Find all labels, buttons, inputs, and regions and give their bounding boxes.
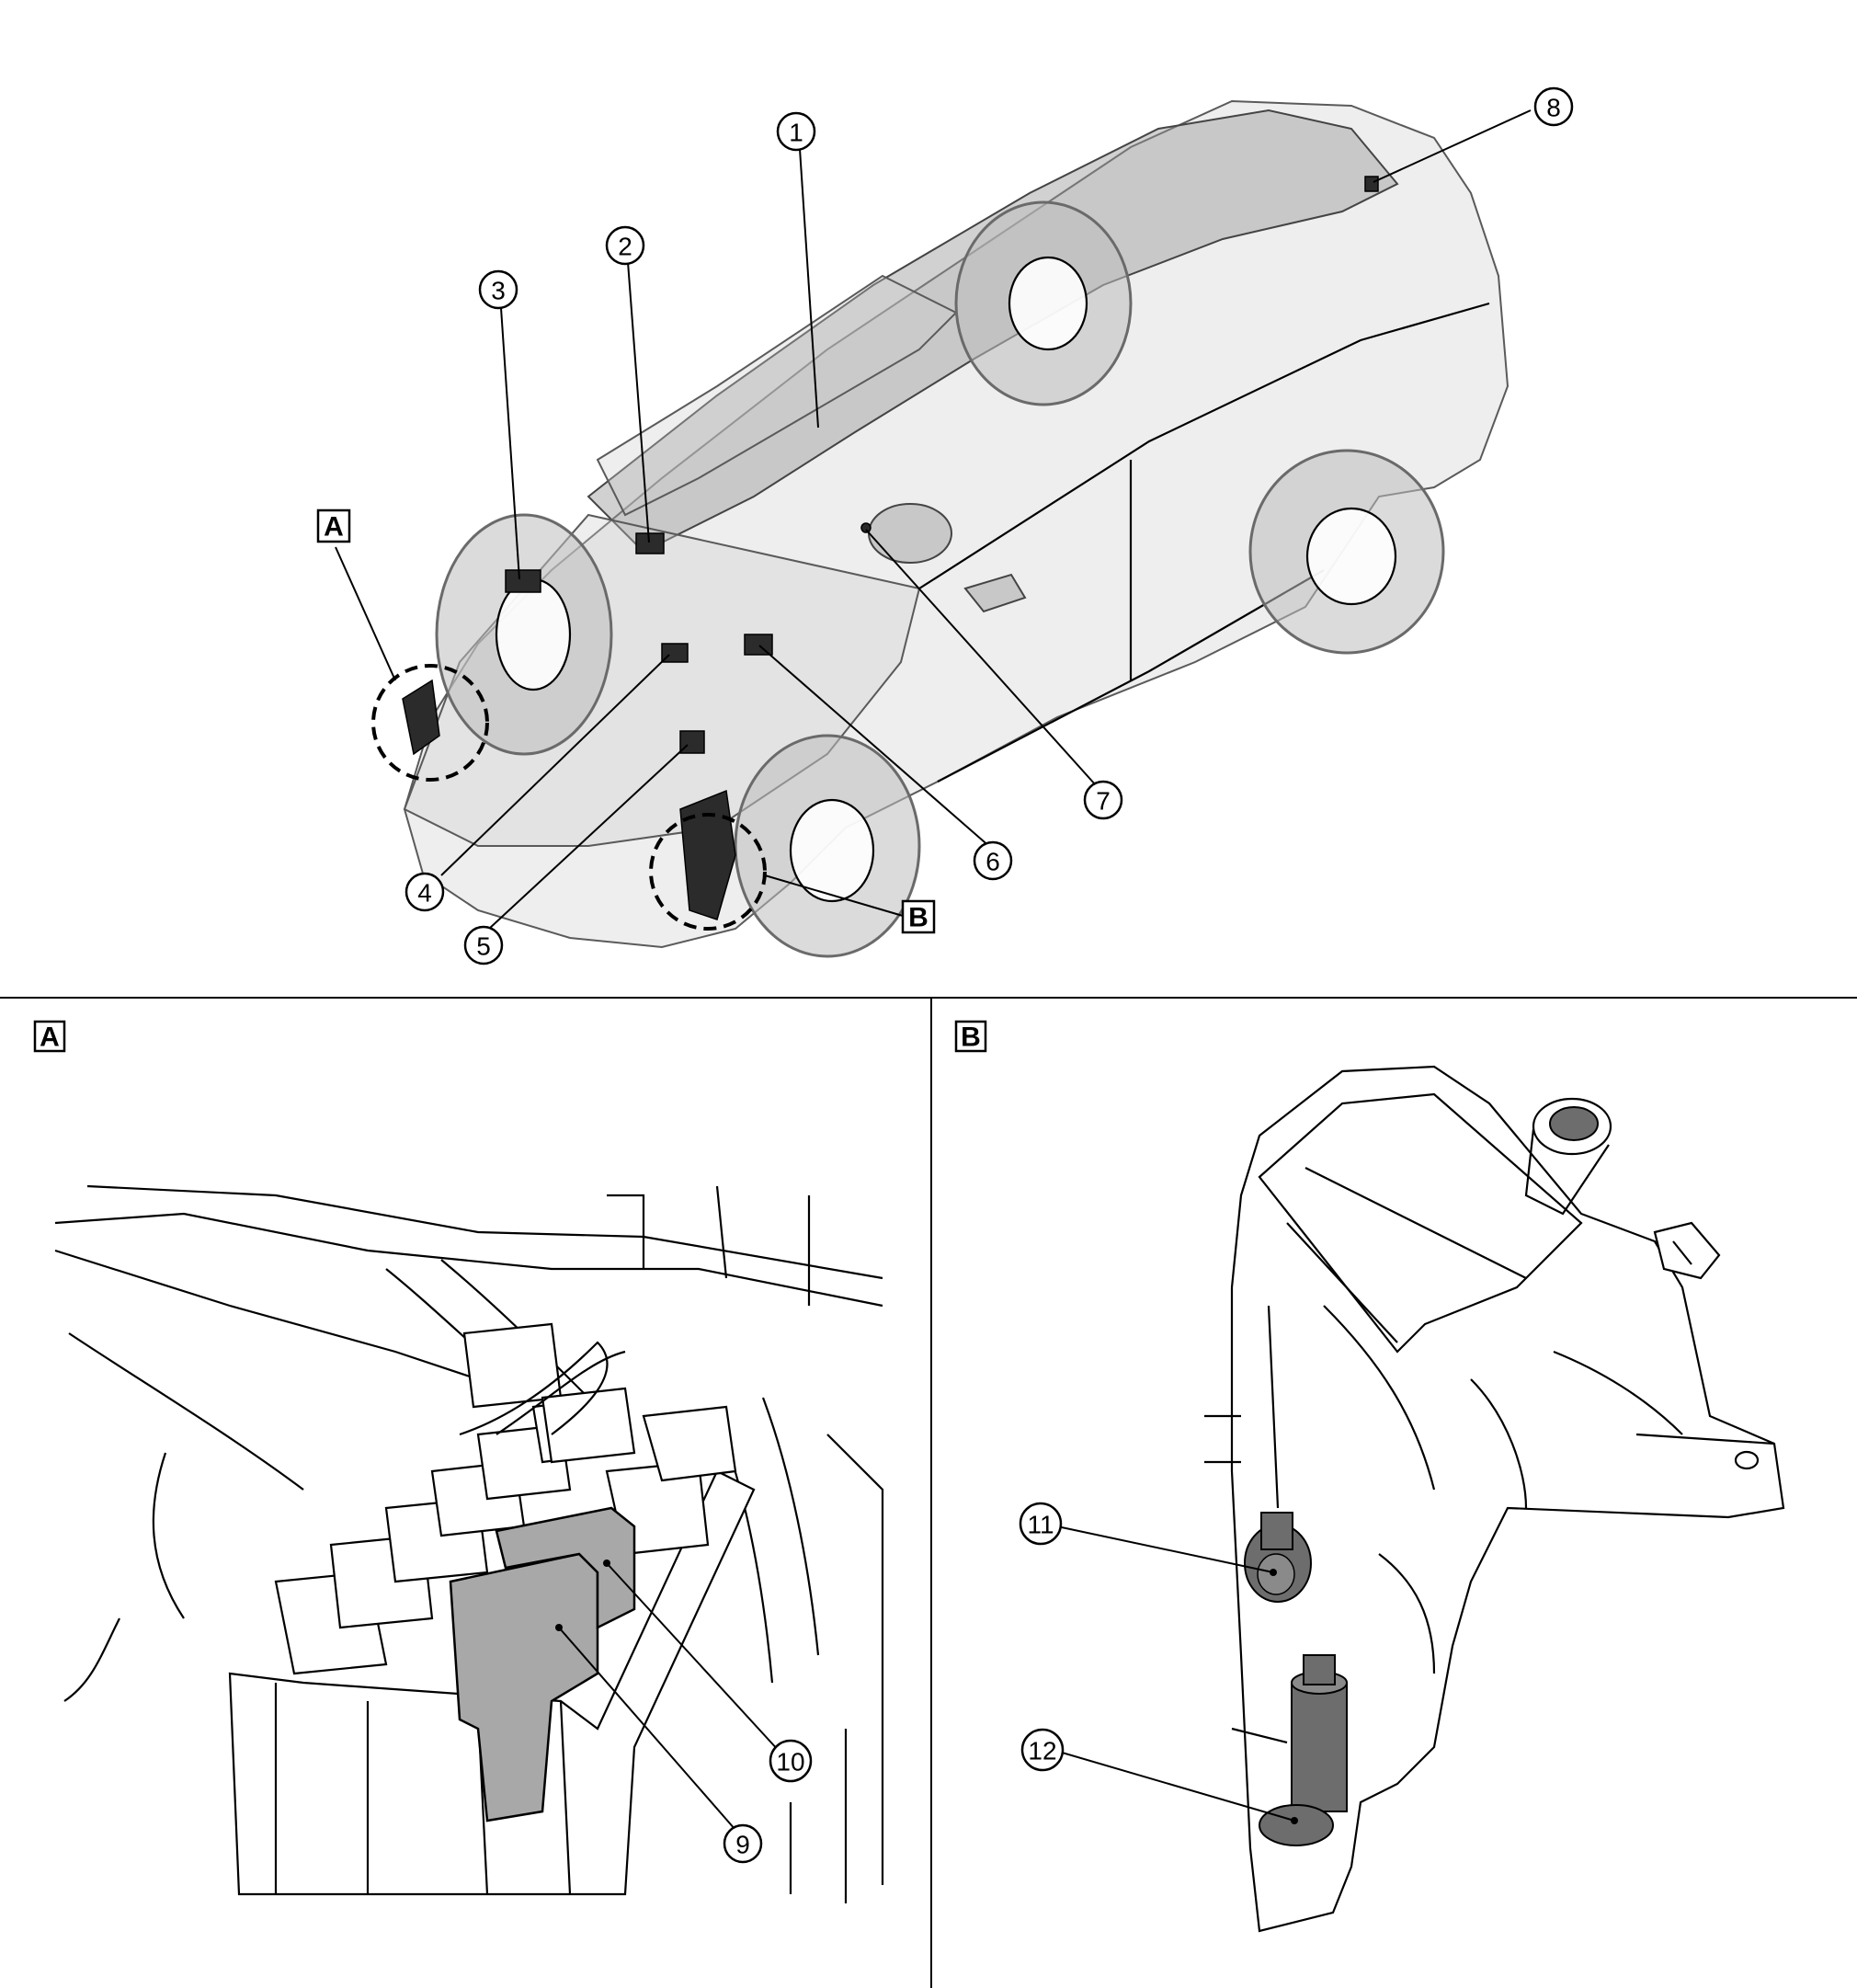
callout-1: 1 [776,111,816,152]
svg-text:4: 4 [417,879,432,908]
detail-b-circle [649,813,767,931]
callout-10: 10 [769,1739,813,1783]
callout-7: 7 [1083,780,1123,820]
detail-b-panel: B [954,1020,1785,1933]
callout-9: 9 [723,1823,763,1864]
windshield [596,274,958,517]
svg-text:B: B [961,1023,981,1053]
svg-text:12: 12 [1028,1737,1056,1765]
svg-text:9: 9 [735,1831,750,1859]
component-a-relays [402,679,440,756]
callout-3: 3 [478,269,518,310]
callout-6: 6 [973,840,1013,881]
callout-11: 11 [1019,1502,1063,1546]
tank-lid [1258,1092,1583,1354]
component-6 [744,634,773,656]
wire-harness [459,1341,609,1436]
svg-text:5: 5 [476,932,491,961]
component-2 [635,532,665,554]
component-11-sensor [1244,1512,1312,1603]
detail-a-panel: A [33,1020,884,1903]
component-8 [1364,176,1379,192]
svg-text:A: A [324,512,344,543]
svg-text:3: 3 [491,277,506,305]
component-4 [661,643,689,663]
component-5 [679,730,705,754]
door-mirror [963,573,1027,613]
svg-text:7: 7 [1096,787,1111,816]
label-box-b-detail: B [954,1020,987,1053]
label-box-a-overview: A [316,508,351,543]
svg-text:2: 2 [618,233,632,261]
svg-text:B: B [908,903,928,933]
steering-wheel [868,503,952,564]
relay-10 [495,1506,636,1630]
label-box-b-overview: B [901,899,936,934]
svg-text:8: 8 [1546,94,1561,122]
svg-text:10: 10 [776,1748,804,1777]
label-box-a-detail: A [33,1020,66,1053]
callout-4: 4 [404,872,445,912]
callout-5: 5 [463,925,504,965]
component-7 [860,522,872,533]
callout-8: 8 [1533,86,1574,127]
component-3 [505,569,541,593]
detail-a-circle [371,664,489,782]
svg-text:11: 11 [1027,1511,1054,1539]
svg-text:1: 1 [789,119,803,147]
svg-text:A: A [40,1023,60,1053]
callout-12: 12 [1020,1728,1065,1772]
vehicle-overview: 1 2 3 4 5 6 7 8 [316,86,1574,965]
relay-box-housing [228,1469,756,1896]
callout-2: 2 [605,225,645,266]
svg-text:6: 6 [985,848,1000,876]
component-b-reservoir [679,789,736,920]
